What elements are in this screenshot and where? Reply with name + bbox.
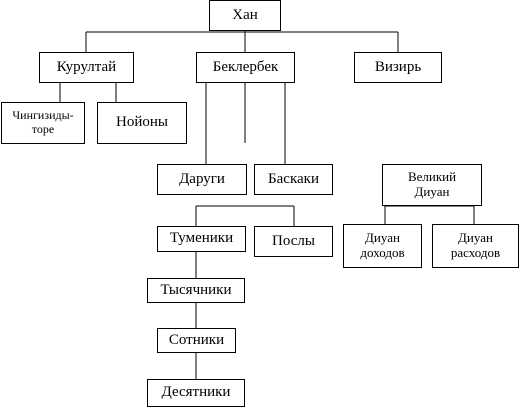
node-vizir: Визирь [354,52,442,83]
node-tysyachniki: Тысячники [147,278,245,303]
node-tumeniki: Тумeники [157,226,246,252]
node-beklerbek: Беклербек [196,52,295,83]
node-desyatniki: Десятники [147,379,245,407]
node-diuan-raskhodov: Диуан расходов [432,224,519,268]
node-diuan-dokhodov: Диуан доходов [343,224,422,268]
node-baskaki: Баскаки [254,164,333,195]
node-chingizidy-tore: Чингизиды- торе [1,102,85,144]
node-sotniki: Сотники [157,328,236,353]
node-kurultai: Курултай [39,52,134,83]
node-noiony: Нойоны [97,102,187,144]
node-khan: Хан [209,0,281,31]
node-velikiy-diuan: Великий Диуан [382,164,482,206]
node-posly: Послы [254,226,333,257]
node-darugi: Даруги [157,164,247,195]
